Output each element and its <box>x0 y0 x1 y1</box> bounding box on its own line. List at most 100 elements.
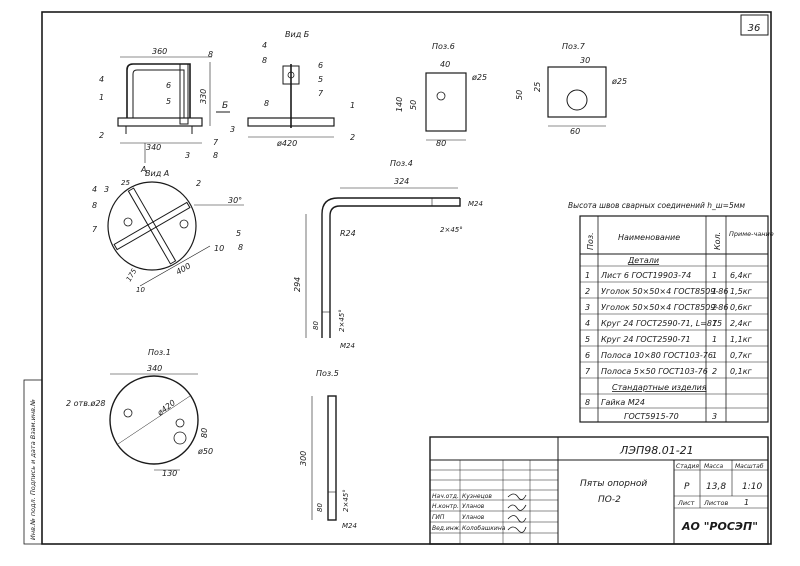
scale-label: Масштаб <box>735 463 764 470</box>
side-stamp-box <box>23 379 43 545</box>
spec-cell: 3 <box>585 303 590 312</box>
va-label-4: 4 <box>92 185 97 194</box>
spec-cell: 2,4кг <box>730 319 753 328</box>
poz4-view: Поз.4 324 М24 R24 2×45° 294 80 2×45° М24 <box>293 159 483 350</box>
spec-cell: 8 <box>585 398 590 407</box>
role-label: Вед.инж. <box>432 525 461 532</box>
leader-2: 2 <box>99 131 104 140</box>
poz6-top: 40 <box>440 60 450 69</box>
org-name: АО "РОСЭП" <box>681 520 758 533</box>
spec-cell: 0,6кг <box>730 303 753 312</box>
spec-cell: 2 <box>712 303 717 312</box>
spec-row-7: 7 Полоса 5×50 ГОСТ103-76 2 0,1кг <box>585 367 753 376</box>
leader-8: 8 <box>208 50 213 59</box>
spec-cell: 3 <box>712 412 717 421</box>
signature-4 <box>507 526 527 533</box>
spec-cell: 1,5кг <box>730 287 753 296</box>
poz5-thread: М24 <box>342 522 357 530</box>
va-dim-10: 10 <box>136 286 145 294</box>
view-a-arrow: А <box>140 165 146 174</box>
poz6-title: Поз.6 <box>432 42 455 51</box>
sheets-value: 1 <box>744 498 749 507</box>
poz6-bottom: 80 <box>436 139 446 148</box>
va-label-5: 5 <box>236 229 241 238</box>
poz7-height: 50 <box>515 90 524 100</box>
poz4-title: Поз.4 <box>390 159 413 168</box>
section-mark-b: Б <box>222 101 228 111</box>
leader-7: 7 <box>213 138 219 147</box>
spec-header-note: Приме-чание <box>729 230 774 238</box>
spec-cell: 2 <box>585 287 590 296</box>
angle-30: 30° <box>228 196 242 205</box>
role-name: Уланов <box>462 503 485 510</box>
sheet-frame <box>41 11 772 545</box>
vb-label-8: 8 <box>262 56 267 65</box>
spec-row-4: 4 Круг 24 ГОСТ2590-71, L=875 1 2,4кг <box>585 319 753 328</box>
va-label-7: 7 <box>92 225 98 234</box>
vb-label-5: 5 <box>318 75 323 84</box>
vb-diameter: ø420 <box>276 139 297 148</box>
spec-row-6: 6 Полоса 10×80 ГОСТ103-76 1 0,7кг <box>585 351 753 360</box>
poz7-hole: ø25 <box>611 77 627 86</box>
poz1-dim-130: 130 <box>162 469 177 478</box>
spec-cell: Круг 24 ГОСТ2590-71 <box>601 335 691 344</box>
sheet-number-box <box>740 14 769 36</box>
spec-cell: Полоса 10×80 ГОСТ103-76 <box>601 351 713 360</box>
spec-cell: 0,1кг <box>730 367 753 376</box>
poz1-view: Поз.1 340 ø420 2 отв.ø28 80 130 ø50 <box>66 348 213 478</box>
va-dim-175: 175 <box>125 267 139 283</box>
poz4-chamfer2: 2×45° <box>338 309 346 332</box>
signature-1 <box>507 493 527 500</box>
spec-cell: 1 <box>712 287 717 296</box>
leader-1: 1 <box>99 93 104 102</box>
poz4-chamfer: 2×45° <box>440 226 463 234</box>
spec-row-1: 1 Лист 6 ГОСТ19903-74 1 6,4кг <box>585 271 753 280</box>
poz1-width: 340 <box>147 364 162 373</box>
stage-value: Р <box>684 482 690 492</box>
poz7-top: 30 <box>580 56 590 65</box>
vb-label-8b: 8 <box>264 99 269 108</box>
spec-cell: 0,7кг <box>730 351 753 360</box>
poz5-height: 300 <box>299 451 308 466</box>
poz7-title: Поз.7 <box>562 42 586 51</box>
sheets-label: Листов <box>703 499 728 507</box>
spec-cell: 1 <box>712 335 717 344</box>
spec-cell: Лист 6 ГОСТ19903-74 <box>600 271 691 280</box>
signature-3 <box>507 515 527 523</box>
title-block: ЛЭП98.01-21 Пяты опорной ПО-2 Стадия Р М… <box>429 436 769 545</box>
scale-value: 1:10 <box>742 482 762 492</box>
doc-name-line2: ПО-2 <box>598 495 621 505</box>
poz6-mid: 50 <box>409 100 418 110</box>
spec-table: Поз. Наименование Кол. Приме-чание Детал… <box>579 215 774 423</box>
spec-cell: 1 <box>585 271 590 280</box>
vb-label-6: 6 <box>318 61 323 70</box>
poz4-side-thread: М24 <box>468 200 483 208</box>
role-label: Н.контр. <box>432 503 459 510</box>
sheet-label: Лист <box>677 499 695 507</box>
spec-cell: Уголок 50×50×4 ГОСТ8509-86 <box>601 303 728 312</box>
va-dim-400: 400 <box>175 261 193 276</box>
poz5-view: Поз.5 300 80 2×45° М24 <box>299 369 357 530</box>
poz7-bottom: 60 <box>570 127 580 136</box>
vb-label-3: 3 <box>230 125 235 134</box>
va-label-8: 8 <box>92 201 97 210</box>
leader-3: 3 <box>185 151 190 160</box>
spec-cell: Круг 24 ГОСТ2590-71, L=875 <box>601 319 722 328</box>
spec-row-8: 8 Гайка М24 <box>585 398 645 407</box>
spec-section-details: Детали <box>627 256 659 265</box>
view-b: Вид Б 4 8 6 5 7 1 2 8 3 ø420 <box>230 30 355 148</box>
spec-cell: 2 <box>712 367 717 376</box>
spec-cell: 5 <box>585 335 590 344</box>
spec-cell: 1 <box>712 271 717 280</box>
spec-header-name: Наименование <box>618 233 680 242</box>
vb-label-2: 2 <box>350 133 355 142</box>
spec-row-2: 2 Уголок 50×50×4 ГОСТ8509-86 1 1,5кг <box>585 287 753 296</box>
leader-8b: 8 <box>213 151 218 160</box>
poz5-title: Поз.5 <box>316 369 339 378</box>
poz4-end-len: 80 <box>312 321 320 330</box>
view-b-title: Вид Б <box>285 30 310 39</box>
spec-section-std: Стандартные изделия <box>612 383 707 392</box>
va-label-10: 10 <box>214 244 224 253</box>
poz1-diameter: ø420 <box>155 398 177 418</box>
view-a: Вид А 30° 4 3 8 7 2 5 10 8 25 400 175 10 <box>92 169 244 294</box>
